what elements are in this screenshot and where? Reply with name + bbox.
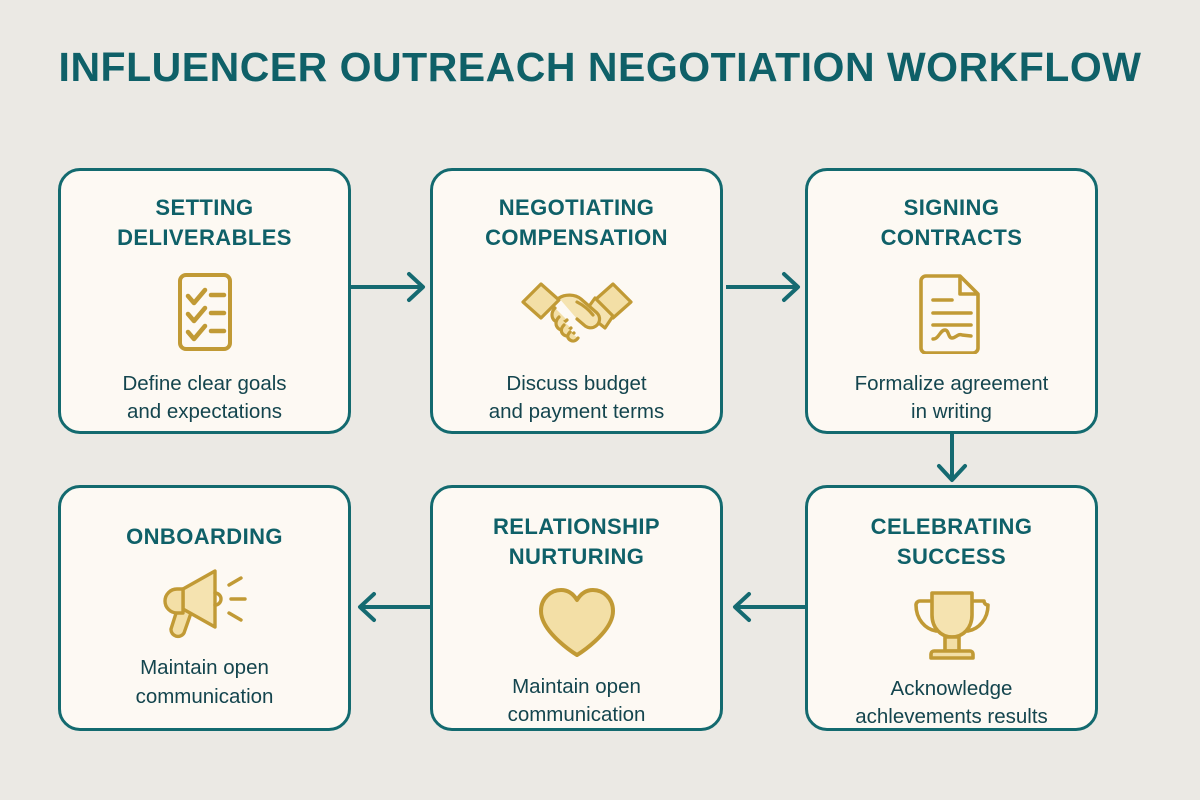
step-card-negotiating-compensation[interactable]: NEGOTIATING COMPENSATION Discuss	[430, 168, 723, 434]
step-title: NEGOTIATING COMPENSATION	[485, 195, 668, 251]
step-description: Maintain open communication	[507, 674, 646, 726]
step-title: ONBOARDING	[126, 524, 283, 549]
heart-icon	[535, 585, 619, 661]
step-card-setting-deliverables[interactable]: SETTING DELIVERABLES Define clear goals …	[58, 168, 351, 434]
arrow-step2-to-step3	[726, 268, 806, 306]
step-description: Maintain open communication	[135, 656, 274, 708]
trophy-icon	[906, 585, 998, 663]
step-card-relationship-nurturing[interactable]: RELATIONSHIP NURTURING Maintain open com…	[430, 485, 723, 731]
step-card-signing-contracts[interactable]: SIGNING CONTRACTS Formalize agreement in…	[805, 168, 1098, 434]
step-description: Discuss budget and payment terms	[488, 371, 665, 423]
arrow-step4-to-step5	[727, 588, 807, 626]
step-card-onboarding[interactable]: ONBOARDING Maintain open communication	[58, 485, 351, 731]
step-title: SIGNING CONTRACTS	[880, 195, 1023, 251]
megaphone-icon	[153, 564, 257, 642]
step-description: Formalize agreement in writing	[854, 371, 1049, 423]
handshake-icon	[519, 270, 635, 354]
step-card-celebrating-success[interactable]: CELEBRATING SUCCESS Acknowledge achlevem…	[805, 485, 1098, 731]
step-title: CELEBRATING SUCCESS	[870, 514, 1033, 570]
checklist-icon	[166, 270, 244, 354]
arrow-step3-to-step4	[933, 434, 971, 486]
arrow-step5-to-step6	[352, 588, 432, 626]
arrow-step1-to-step2	[351, 268, 431, 306]
step-title: RELATIONSHIP NURTURING	[493, 514, 660, 570]
step-description: Define clear goals and expectations	[122, 371, 287, 423]
page-title: INFLUENCER OUTREACH NEGOTIATION WORKFLOW	[58, 44, 1142, 90]
step-description: Acknowledge achlevements results	[855, 676, 1048, 728]
step-title: SETTING DELIVERABLES	[117, 195, 292, 251]
signed-document-icon	[916, 270, 988, 354]
